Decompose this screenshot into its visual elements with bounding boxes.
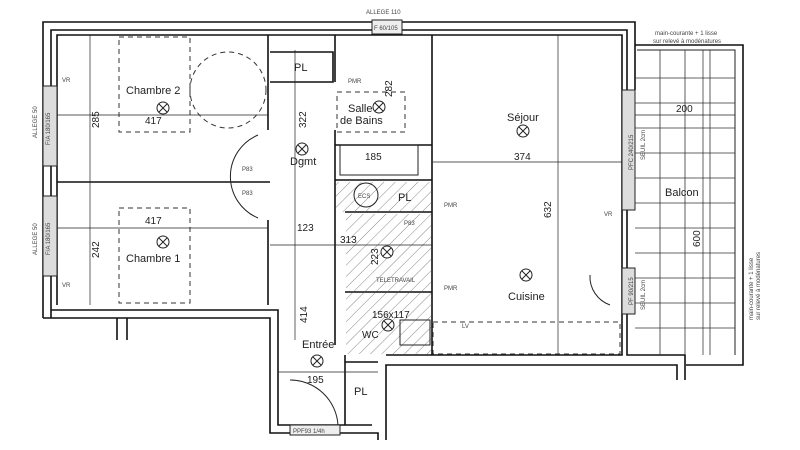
room-label-sejour: Séjour: [507, 112, 539, 124]
allege-left-label: ALLEGE 50: [33, 106, 39, 138]
room-label-pl-bottom: PL: [354, 386, 367, 398]
railing-label-side-2: sur relevé à modénatures: [756, 252, 762, 320]
dim-195: 195: [307, 375, 324, 386]
dim-ch1-depth: 242: [91, 241, 102, 258]
hatched-area: [336, 182, 431, 212]
railing-label-side: main-courante + 1 lisse: [749, 257, 755, 320]
ceiling-light-icon: [310, 354, 324, 368]
dim-dgmt: 322: [298, 111, 309, 128]
vr-label: VR: [604, 212, 613, 218]
room-label-chambre-1: Chambre 1: [126, 253, 180, 265]
dim-balcon-depth: 600: [692, 230, 703, 247]
dimension-lines: [57, 35, 735, 373]
room-label-salle-de-bains-2: de Bains: [340, 115, 383, 127]
window-cuisine-label: PF 90/215: [629, 277, 635, 305]
ceiling-light-icon: [380, 245, 394, 259]
room-label-entree: Entrée: [302, 339, 334, 351]
allege-top-label: ALLEGE 110: [366, 10, 401, 16]
ceiling-light-icon: [372, 100, 386, 114]
room-label-chambre-2: Chambre 2: [126, 85, 180, 97]
ecs-label: ECS: [358, 194, 370, 200]
window-sejour-label: PFC 240/215: [629, 134, 635, 170]
furniture-outlines: [118, 36, 621, 426]
ceiling-light-icon: [519, 268, 533, 282]
pmr-label: PMR: [444, 286, 458, 292]
room-label-balcon: Balcon: [665, 187, 699, 199]
dim-ch2-depth: 285: [91, 111, 102, 128]
dim-ch1-width: 417: [145, 216, 162, 227]
ceiling-light-icon: [156, 101, 170, 115]
hatched-area: [346, 214, 431, 354]
dim-balcon-width: 200: [676, 104, 693, 115]
window-top-label: F 60/105: [374, 26, 398, 32]
door-label: P83: [242, 191, 253, 197]
vr-label: VR: [62, 283, 71, 289]
door-label: P83: [404, 221, 415, 227]
room-label-wc: WC: [362, 330, 379, 341]
room-label-teletravail: TELETRAVAIL: [376, 278, 416, 284]
pmr-label: PMR: [444, 203, 458, 209]
ceiling-light-icons: [156, 100, 533, 368]
water-heater-icon: [353, 182, 379, 208]
ceiling-light-icon: [295, 142, 309, 156]
dim-bath-tub: 185: [365, 152, 382, 163]
room-label-cuisine: Cuisine: [508, 291, 545, 303]
windows: [42, 19, 636, 436]
lv-label: LV: [462, 324, 469, 330]
seuil-label: SEUIL 2cm: [641, 130, 647, 160]
room-label-dgmt: Dgmt: [290, 156, 316, 168]
dim-wc: 156x117: [372, 310, 410, 321]
dim-123: 123: [297, 223, 314, 234]
window-left-label-2: F/A 180/165: [46, 222, 52, 255]
room-label-pl-top: PL: [294, 62, 307, 74]
dim-bath-depth: 282: [384, 80, 395, 97]
balcony: [635, 44, 744, 366]
railing-label-2: sur relevé à modénatures: [653, 39, 721, 45]
dim-ch2-width: 417: [145, 116, 162, 127]
seuil-label-2: SEUIL 2cm: [641, 280, 647, 310]
room-label-pl-middle: PL: [398, 192, 411, 204]
dim-414: 414: [299, 306, 310, 323]
room-label-salle-de-bains: Salle: [348, 103, 372, 115]
window-left-label: F/A 180/165: [46, 112, 52, 145]
railing-label: main-courante + 1 lisse: [655, 31, 718, 37]
ceiling-light-icon: [516, 124, 530, 138]
dim-313: 313: [340, 235, 357, 246]
ceiling-light-icon: [156, 235, 170, 249]
ceiling-light-icon: [381, 318, 395, 332]
dim-sejour-depth: 632: [543, 201, 554, 218]
vr-label: VR: [62, 78, 71, 84]
entry-door-label: PPF93 1/4h: [293, 429, 325, 435]
dim-sejour-width: 374: [514, 152, 531, 163]
pmr-label: PMR: [348, 79, 362, 85]
allege-left-label-2: ALLEGE 50: [33, 223, 39, 255]
door-label: P83: [242, 167, 253, 173]
dim-223: 223: [370, 248, 381, 265]
